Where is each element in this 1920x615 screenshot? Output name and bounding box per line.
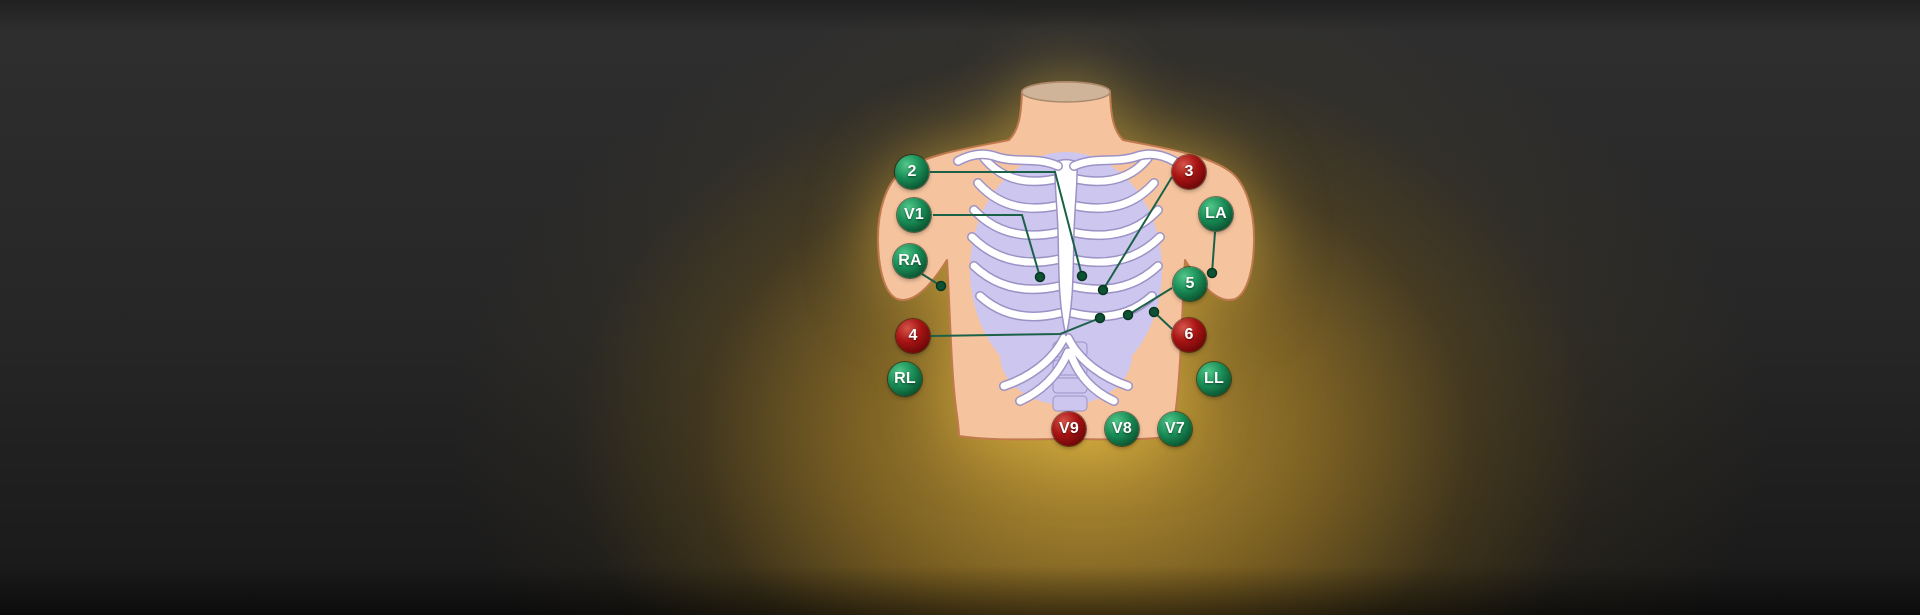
electrode-v9[interactable]: V9 — [1052, 412, 1086, 446]
electrode-v1[interactable]: V1 — [897, 198, 931, 232]
electrode-la[interactable]: LA — [1199, 197, 1233, 231]
electrode-4[interactable]: 4 — [896, 319, 930, 353]
electrode-5[interactable]: 5 — [1173, 267, 1207, 301]
electrode-ll[interactable]: LL — [1197, 362, 1231, 396]
electrode-v8[interactable]: V8 — [1105, 412, 1139, 446]
electrode-rl[interactable]: RL — [888, 362, 922, 396]
electrode-ra[interactable]: RA — [893, 244, 927, 278]
electrode-3[interactable]: 3 — [1172, 155, 1206, 189]
electrode-v7[interactable]: V7 — [1158, 412, 1192, 446]
electrode-2[interactable]: 2 — [895, 155, 929, 189]
electrode-6[interactable]: 6 — [1172, 318, 1206, 352]
